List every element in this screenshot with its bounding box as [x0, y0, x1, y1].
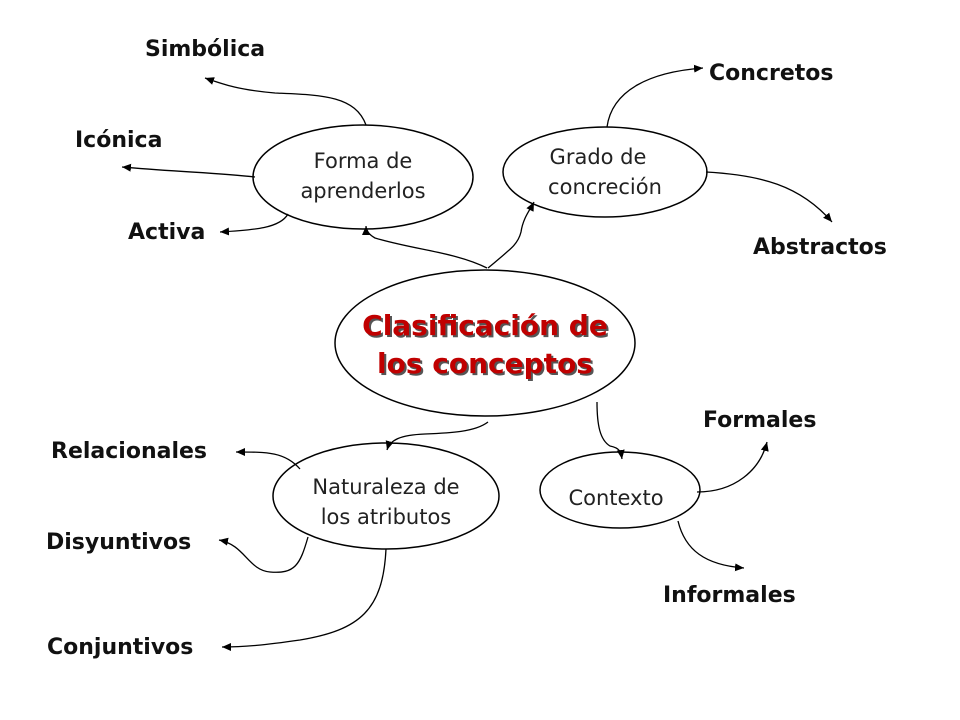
- connector-center-grado: [487, 201, 535, 269]
- connector-center-naturaleza: [385, 421, 489, 451]
- connector-contexto-formales: [696, 441, 769, 493]
- connector-forma-simbolica: [204, 77, 367, 126]
- connector-contexto-informales: [677, 520, 745, 572]
- center-label-line2: los conceptos: [377, 347, 593, 380]
- leaf-activa: Activa: [128, 220, 206, 245]
- connector-naturaleza-disyuntivos: [218, 536, 309, 573]
- center-label-line1: Clasificación de: [362, 309, 608, 342]
- leaf-informales: Informales: [663, 583, 796, 608]
- connector-center-contexto: [596, 401, 625, 460]
- grado-label-line2: concreción: [548, 175, 662, 199]
- connector-naturaleza-conjuntivos: [221, 548, 387, 651]
- grado-label-line1: Grado de: [549, 145, 647, 169]
- leaf-iconica: Icónica: [75, 128, 163, 153]
- naturaleza-label-line1: Naturaleza de: [312, 475, 460, 499]
- connector-naturaleza-relacionales: [235, 448, 301, 470]
- connector-forma-iconica: [121, 163, 256, 178]
- center-node-label: Clasificación de los conceptos: [335, 307, 635, 383]
- leaf-conjuntivos: Conjuntivos: [47, 635, 194, 660]
- leaf-disyuntivos: Disyuntivos: [46, 530, 192, 555]
- contexto-label-line1: Contexto: [568, 486, 664, 510]
- leaf-relacionales: Relacionales: [51, 439, 208, 464]
- center-node-shape: [334, 269, 636, 417]
- leaf-formales: Formales: [703, 408, 817, 433]
- leaf-abstractos: Abstractos: [753, 235, 887, 260]
- forma-label-line2: aprenderlos: [300, 179, 426, 203]
- leaf-simbolica: Simbólica: [145, 37, 266, 62]
- connector-forma-activa: [219, 213, 289, 236]
- forma-node-label: Forma de aprenderlos: [253, 146, 473, 206]
- grado-node-label: Grado de concreción: [503, 142, 707, 202]
- contexto-node-label: Contexto: [540, 483, 692, 513]
- naturaleza-node-label: Naturaleza de los atributos: [273, 472, 499, 532]
- connector-center-forma: [362, 225, 488, 269]
- connector-grado-abstractos: [705, 171, 833, 223]
- connector-grado-concretos: [606, 64, 704, 128]
- naturaleza-label-line2: los atributos: [320, 505, 452, 529]
- leaf-concretos: Concretos: [709, 61, 834, 86]
- forma-label-line1: Forma de: [313, 149, 413, 173]
